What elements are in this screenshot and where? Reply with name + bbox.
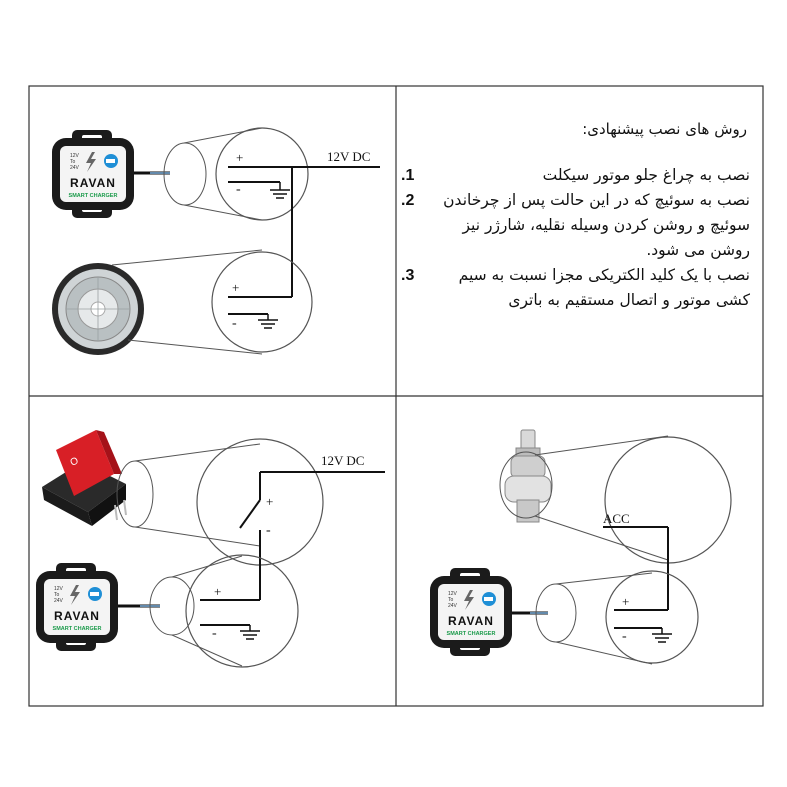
minus-sign: - bbox=[212, 626, 217, 641]
voltage-label: 12V DC bbox=[321, 453, 364, 468]
plus-sign: + bbox=[236, 150, 243, 165]
list-item: نصب به سوئیچ که در این حالت پس از چرخاند… bbox=[398, 188, 750, 263]
zoom-circle bbox=[215, 127, 309, 221]
voltage-label: 12V DC bbox=[327, 149, 370, 164]
list-item: نصب به چراغ جلو موتور سیکلت .1 bbox=[398, 163, 750, 188]
instruction-text: نصب به چراغ جلو موتور سیکلت bbox=[542, 166, 750, 184]
headlight-image bbox=[52, 263, 144, 355]
instruction-text: نصب به سوئیچ که در این حالت پس از چرخاند… bbox=[443, 191, 750, 259]
zoom-circle bbox=[185, 554, 299, 668]
device-brand: RAVAN bbox=[54, 609, 100, 623]
plus-sign: + bbox=[622, 594, 629, 609]
minus-sign: - bbox=[266, 523, 271, 538]
lightning-icon bbox=[464, 590, 474, 610]
smart-charger-device: 12V To 24V RAVAN SMART CHARGER bbox=[52, 130, 134, 218]
panel-switch-install: O 12V DC + - 12V To 24V RAVAN bbox=[36, 430, 385, 668]
panel-grid bbox=[28, 85, 764, 707]
list-item: نصب با یک کلید الکتریکی مجزا نسبت به سیم… bbox=[398, 263, 750, 313]
instructions-panel: روش های نصب پیشنهادی: نصب به چراغ جلو مو… bbox=[398, 120, 750, 313]
lightning-icon bbox=[86, 152, 96, 172]
plus-sign: + bbox=[214, 584, 221, 599]
instruction-number: .1 bbox=[401, 167, 415, 184]
smart-charger-device: 12V To 24V RAVAN SMART CHARGER bbox=[36, 563, 118, 651]
volt-line-3: 24V bbox=[54, 598, 64, 604]
instruction-number: .3 bbox=[401, 267, 415, 284]
volt-line-1: 12V bbox=[70, 153, 80, 159]
acc-label: ACC bbox=[603, 511, 630, 526]
volt-line-3: 24V bbox=[448, 603, 458, 609]
device-subtitle: SMART CHARGER bbox=[447, 631, 496, 637]
volt-line-2: To bbox=[54, 592, 60, 598]
minus-sign: - bbox=[232, 316, 237, 331]
zoom-circle bbox=[211, 251, 313, 353]
panel-headlight-install: 12V To 24V RAVAN SMART CHARGER 12V DC + … bbox=[52, 127, 380, 355]
lightning-icon bbox=[70, 585, 80, 605]
instructions-list: نصب به چراغ جلو موتور سیکلت .1 نصب به سو… bbox=[398, 163, 750, 313]
instructions-title: روش های نصب پیشنهادی: bbox=[582, 120, 747, 138]
instruction-number: .2 bbox=[401, 192, 415, 209]
instruction-text: نصب با یک کلید الکتریکی مجزا نسبت به سیم… bbox=[458, 266, 750, 309]
device-brand: RAVAN bbox=[448, 614, 494, 628]
minus-sign: - bbox=[622, 629, 627, 644]
device-subtitle: SMART CHARGER bbox=[69, 193, 118, 199]
ground-icon bbox=[270, 182, 290, 199]
zoom-circle bbox=[605, 570, 699, 664]
volt-line-3: 24V bbox=[70, 165, 80, 171]
volt-line-1: 12V bbox=[54, 586, 64, 592]
device-subtitle: SMART CHARGER bbox=[53, 626, 102, 632]
device-brand: RAVAN bbox=[70, 176, 116, 190]
volt-line-2: To bbox=[70, 159, 76, 165]
ground-icon bbox=[240, 625, 260, 640]
plus-sign: + bbox=[266, 494, 273, 509]
ground-icon bbox=[652, 628, 672, 643]
rocker-switch-image: O bbox=[42, 430, 127, 526]
ground-icon bbox=[258, 314, 278, 329]
panel-ignition-install: ACC 12V To 24V RAVAN SMART CHARGER + - bbox=[430, 429, 732, 665]
switch-lever bbox=[239, 499, 261, 529]
smart-charger-device: 12V To 24V RAVAN SMART CHARGER bbox=[430, 568, 512, 656]
svg-text:O: O bbox=[69, 455, 81, 468]
volt-line-1: 12V bbox=[448, 591, 458, 597]
minus-sign: - bbox=[236, 182, 241, 197]
volt-line-2: To bbox=[448, 597, 454, 603]
plus-sign: + bbox=[232, 280, 239, 295]
